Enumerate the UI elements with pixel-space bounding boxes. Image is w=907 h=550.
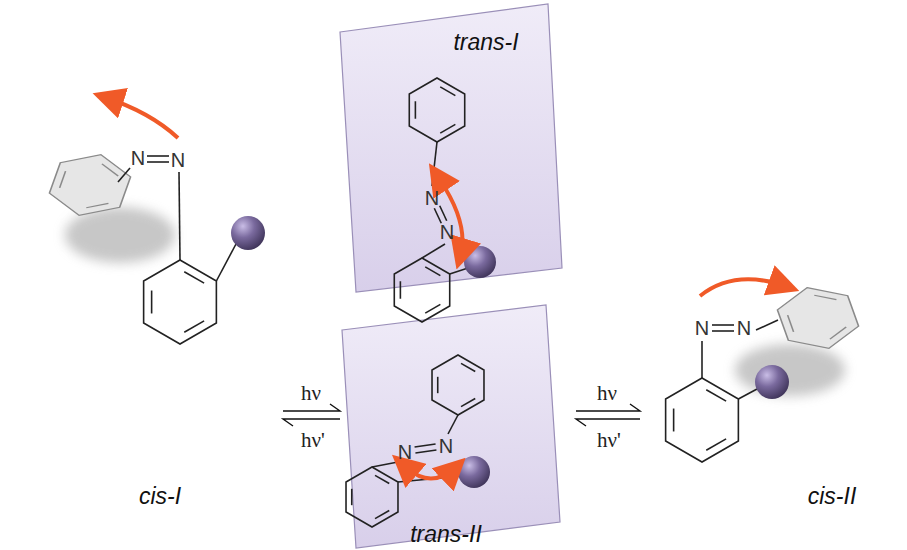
atom-label: N (131, 148, 145, 168)
atom-label: N (398, 442, 412, 462)
atom-label: N (440, 222, 454, 242)
species-label: trans-II (410, 523, 482, 546)
light-label: hν (301, 383, 321, 404)
light-label: hν' (597, 430, 621, 451)
species-label: trans-I (453, 31, 518, 54)
atom-label: N (737, 318, 751, 338)
molecule-panel: trans-II (336, 300, 566, 550)
species-label: cis-II (808, 485, 857, 508)
atom-label: N (171, 150, 185, 170)
atom-label: N (425, 188, 439, 208)
light-label: hν' (301, 430, 325, 451)
panel-outline (336, 300, 566, 550)
molecule-panel: trans-I (336, 0, 566, 296)
atom-label: N (439, 436, 453, 456)
atom-label: N (695, 318, 709, 338)
species-label: cis-I (139, 485, 181, 508)
panel-outline (336, 0, 566, 296)
light-label: hν (597, 383, 617, 404)
